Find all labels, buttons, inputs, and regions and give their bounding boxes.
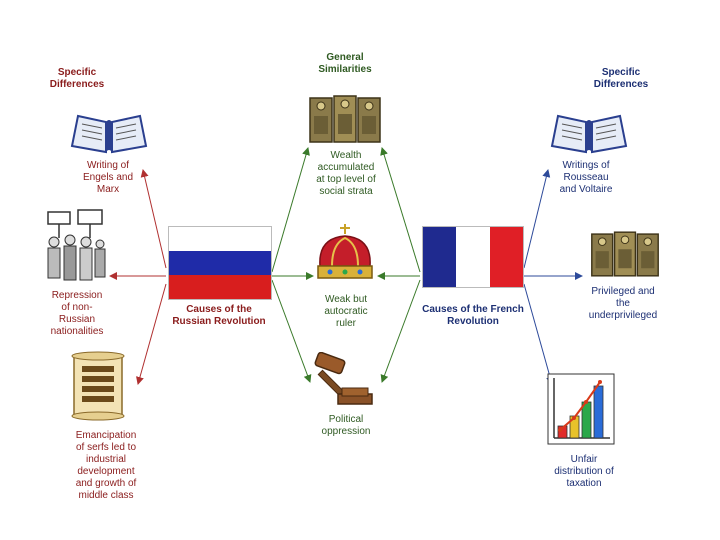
gold-bars-icon xyxy=(591,231,659,277)
similarity-oppression: Political oppression xyxy=(321,414,371,437)
russia-cause-emancipation: Emancipation of serfs led to industrial … xyxy=(75,430,137,501)
arrow-russia-wealth xyxy=(271,147,310,273)
arrow-france-writings xyxy=(523,169,551,269)
russia-cause-repression: Repression of non- Russian nationalities xyxy=(50,290,104,337)
france-flag-white xyxy=(456,227,490,287)
france-flag-blue xyxy=(423,227,457,287)
arrow-france-taxation xyxy=(523,283,554,385)
russia-label: Causes of the Russian Revolution xyxy=(172,304,266,327)
similarity-ruler: Weak but autocratic ruler xyxy=(324,294,368,329)
france-cause-taxation: Unfair distribution of taxation xyxy=(554,454,614,489)
russia-flag-blue xyxy=(169,251,271,275)
france-flag-red xyxy=(489,227,523,287)
russia-flag-white xyxy=(169,227,271,251)
russia-flag xyxy=(168,226,272,300)
france-cause-privileged: Privileged and the underprivileged xyxy=(588,286,658,321)
arrow-russia-oppression xyxy=(271,279,312,383)
arrow-russia-emancipation xyxy=(136,283,167,385)
crown-icon xyxy=(317,224,373,279)
book-icon xyxy=(550,114,628,154)
header-left: Specific Differences xyxy=(49,67,105,90)
france-cause-writings: Writings of Rousseau and Voltaire xyxy=(559,160,613,195)
header-right: Specific Differences xyxy=(593,67,649,90)
russia-flag-red xyxy=(169,275,271,299)
france-flag xyxy=(422,226,524,288)
arrow-russia-writings xyxy=(140,169,167,269)
arrow-france-oppression xyxy=(380,279,421,383)
gavel-icon xyxy=(314,352,373,405)
book-icon xyxy=(70,114,148,154)
arrow-france-wealth xyxy=(380,147,421,273)
similarity-wealth: Wealth accumulated at top level of socia… xyxy=(316,150,376,197)
bar-chart-icon xyxy=(547,373,615,445)
gold-bars-icon xyxy=(309,95,381,143)
russia-cause-writings: Writing of Engels and Marx xyxy=(82,160,134,195)
scroll-icon xyxy=(71,351,125,421)
header-center: General Similarities xyxy=(318,52,372,75)
protesters-icon xyxy=(47,209,106,281)
france-label: Causes of the French Revolution xyxy=(422,304,524,327)
